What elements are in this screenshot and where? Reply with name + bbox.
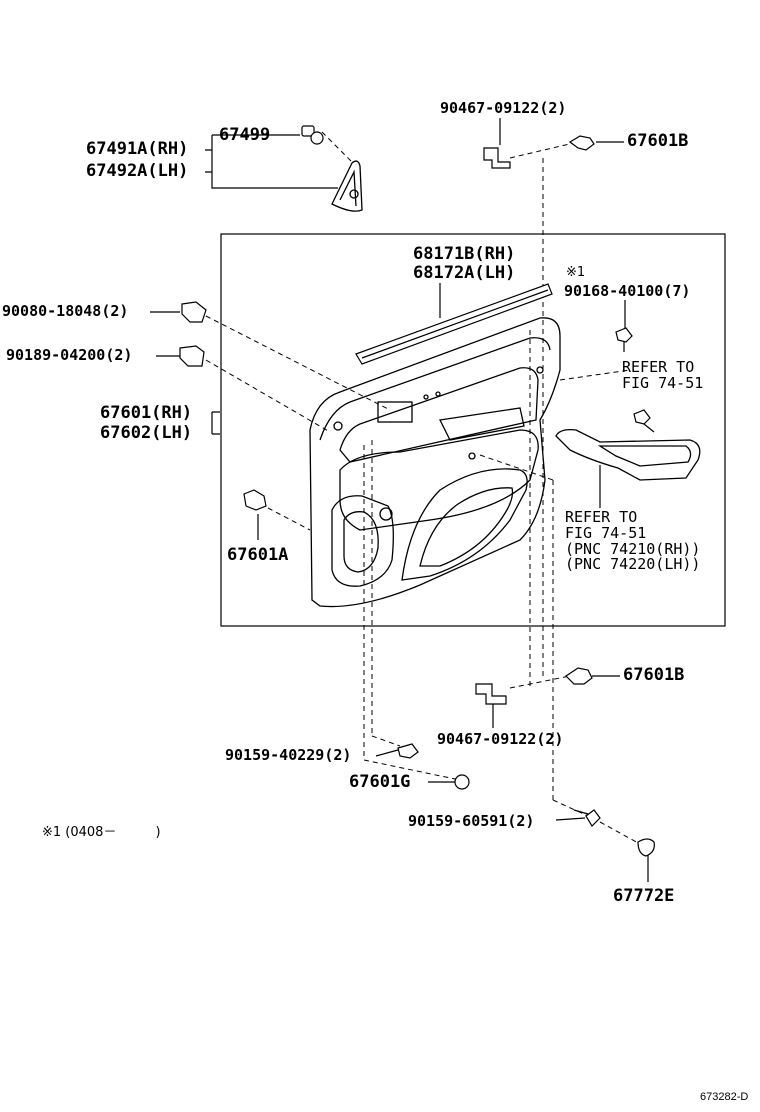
label-67492A: 67492A(LH) [86,161,189,181]
screw-90159-60591-part [573,809,601,827]
clip-90080-part [181,301,207,323]
clip-90189-part [179,345,205,367]
label-note-mark: ※1 [566,265,586,280]
label-90168: 90168-40100(7) [564,282,691,300]
clip-67601A-part [243,489,267,511]
label-67602: 67602(LH) [100,423,193,443]
clip-67601B-bottom-part [565,667,593,685]
label-90189: 90189-04200(2) [6,346,133,364]
label-67601: 67601(RH) [100,403,193,423]
clip-67499-part [301,125,324,145]
label-refer-to-fig-2: REFER TO FIG 74-51 (PNC 74210(RH)) (PNC … [565,508,701,574]
diagram-code: 673282-D [700,1091,749,1103]
label-90080: 90080-18048(2) [2,302,129,320]
label-67601B-top: 67601B [627,131,689,151]
label-67601G: 67601G [349,772,411,792]
door-trim-panel [309,317,561,608]
label-90159-40229: 90159-40229(2) [225,746,352,764]
cap-67772E-part [637,838,655,857]
leader-90159-40229 [375,749,399,757]
bracket-90467-top-part [483,147,511,169]
mirror-cover-part [331,160,363,212]
label-67772E: 67772E [613,886,675,906]
label-67601A: 67601A [227,545,289,565]
label-90467-bottom: 90467-09122(2) [437,730,564,748]
weatherstrip-part [355,283,553,365]
assembly-frame [220,233,726,627]
label-68172A: 68172A(LH) [413,263,516,283]
label-90159-60591: 90159-60591(2) [408,812,535,830]
label-67499: 67499 [219,125,271,145]
leader-67601-panel [211,411,220,435]
label-68171B: 68171B(RH) [413,244,516,264]
clip-67601B-top-part [568,135,595,151]
bracket-90467-bottom-part [475,683,507,705]
leader-67499 [205,149,212,173]
label-refer-to-fig-1: REFER TO FIG 74-51 [622,358,704,392]
label-90467-top: 90467-09122(2) [440,99,567,117]
label-67601B-bottom: 67601B [623,665,685,685]
bracket-67491-67492 [211,134,338,189]
armrest-handle-part [555,428,701,481]
label-67491A: 67491A(RH) [86,139,189,159]
footnote: ※1 (0408－ ) [42,825,161,840]
screw-90168-part [615,327,655,433]
leader-90159-60591 [555,817,586,821]
screw-90159-40229-part [397,743,470,790]
